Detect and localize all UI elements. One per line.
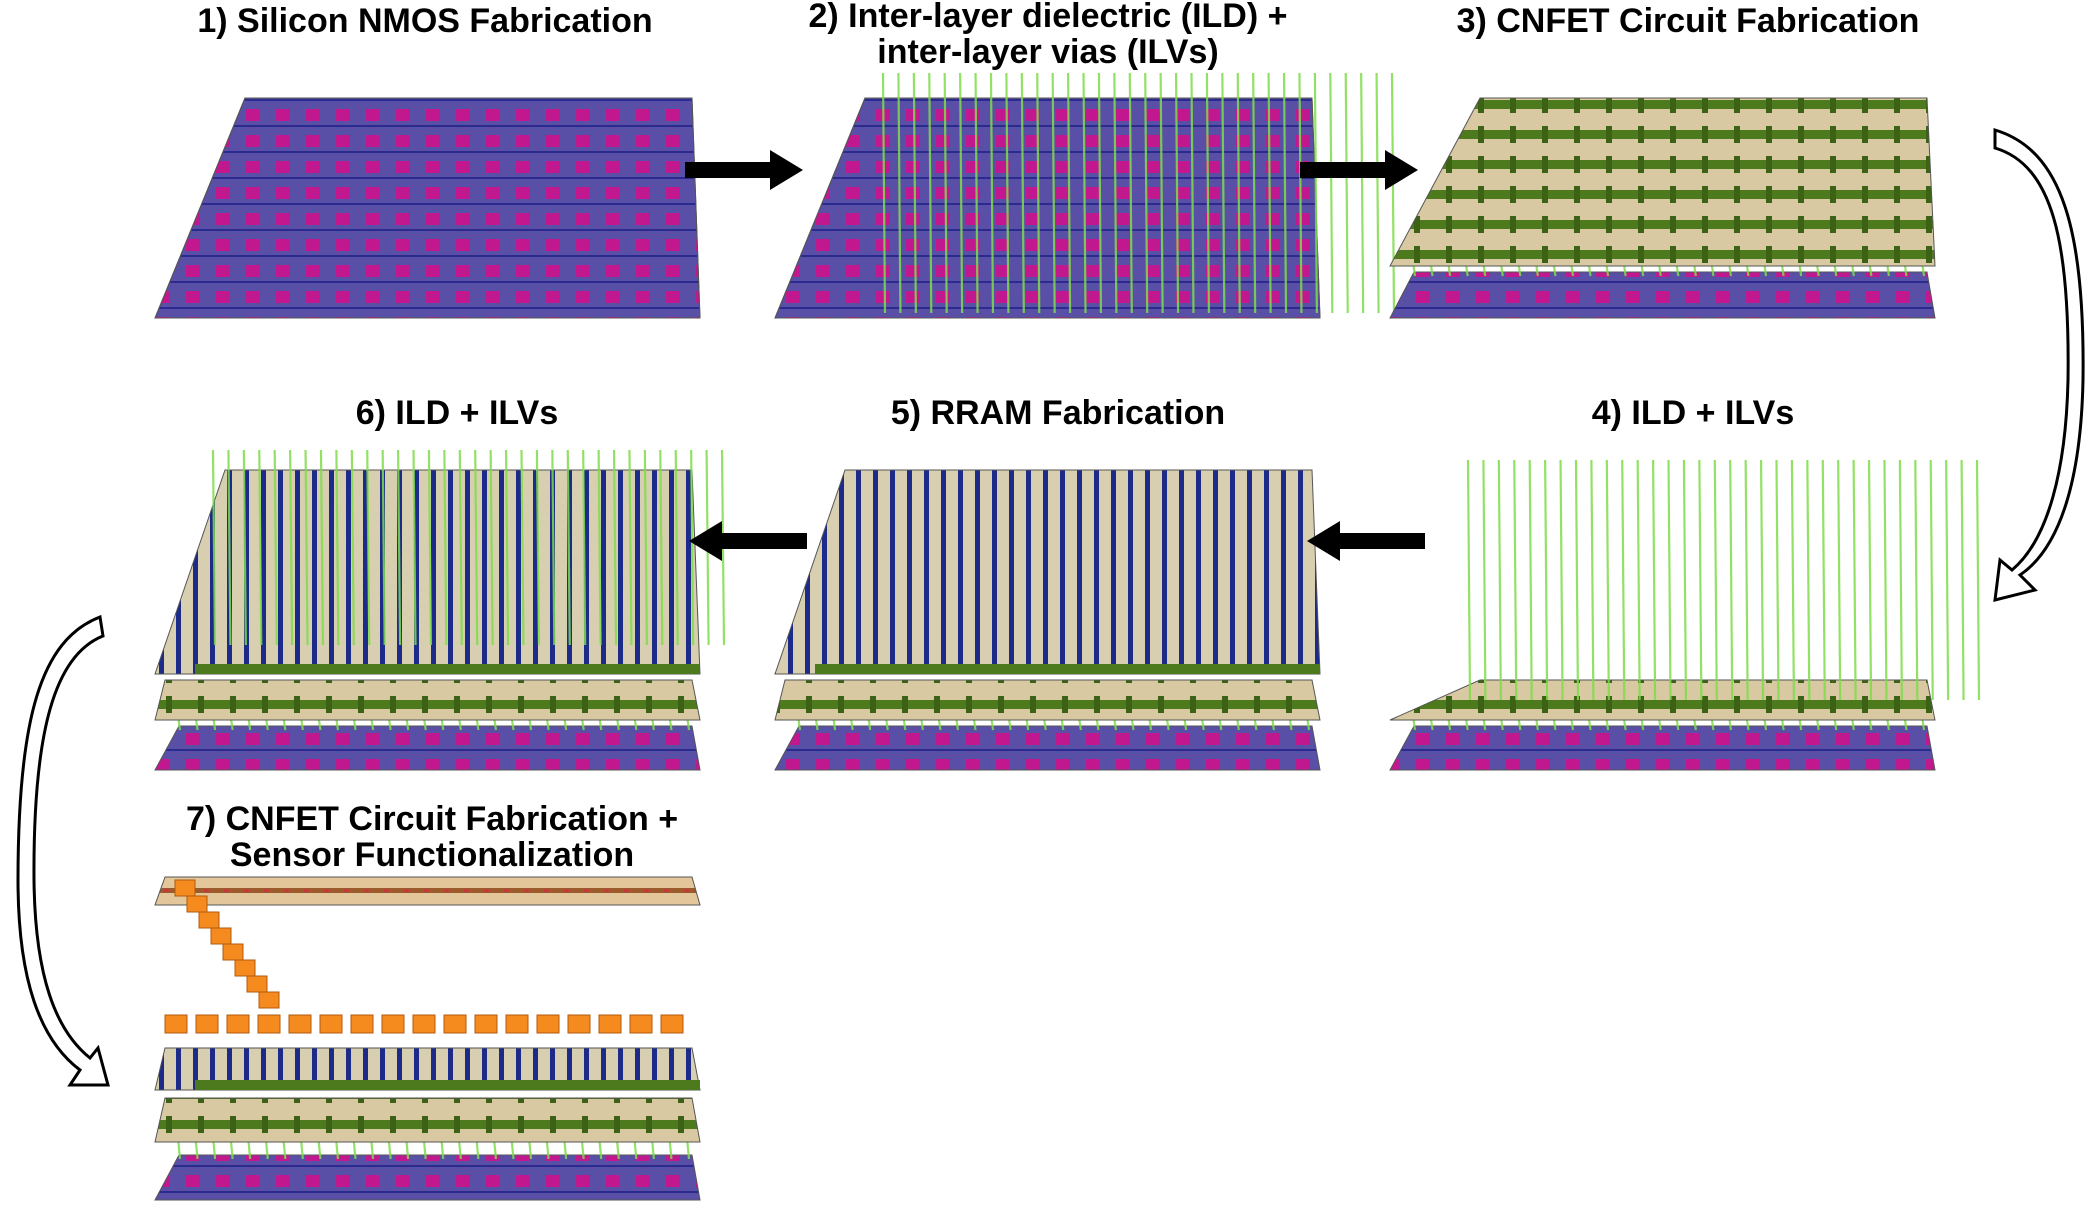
step-3-stack [1389, 97, 1936, 319]
nmos-layer [154, 725, 701, 771]
arrow-step4-to-step5 [1307, 521, 1425, 561]
nmos-layer [154, 97, 701, 319]
step-1-stack [154, 97, 701, 319]
rram-edge-strip [195, 1080, 700, 1090]
nmos-layer-outline [774, 97, 1321, 319]
nmos-layer [774, 725, 1321, 771]
step-7-title-line-2: Sensor Functionalization [230, 836, 634, 874]
step-2-title: 2) Inter-layer dielectric (ILD) + [809, 0, 1288, 35]
cnfet-layer [154, 679, 701, 721]
cnfet-layer [154, 1097, 701, 1143]
rram-layer [154, 469, 701, 675]
arrow-step1-to-step2 [685, 150, 803, 190]
sensor-blocks [164, 879, 684, 1034]
nmos-layer-outline [154, 97, 701, 319]
nmos-layer [1389, 725, 1936, 771]
step-1-title: 1) Silicon NMOS Fabrication [197, 2, 652, 40]
rram-edge-strip [195, 664, 700, 674]
ilv-vias [881, 72, 1396, 314]
ilv-vias-upper [211, 449, 726, 646]
step-7-title: 7) CNFET Circuit Fabrication + [186, 800, 678, 838]
nmos-layer [1389, 271, 1936, 319]
curved-arrow-step3-to-step4 [1993, 127, 2085, 602]
step-4-stack [1389, 459, 1981, 771]
rram-edge-strip [815, 664, 1320, 674]
step-6-stack [154, 449, 726, 771]
cnfet-layer [1389, 97, 1936, 267]
step-2-title-line-2: inter-layer vias (ILVs) [877, 33, 1218, 71]
step-5-title: 5) RRAM Fabrication [891, 394, 1225, 432]
ilv-vias-upper [1466, 459, 1981, 701]
sensor-cnfet-layer [154, 876, 701, 906]
step-2-stack [774, 72, 1396, 319]
step-7-stack [154, 876, 701, 1201]
arrow-step2-to-step3 [1300, 150, 1418, 190]
cnfet-layer [1389, 679, 1936, 721]
step-4-title: 4) ILD + ILVs [1592, 394, 1794, 432]
curved-arrow-step6-to-step7 [16, 614, 110, 1087]
step-3-title: 3) CNFET Circuit Fabrication [1457, 2, 1920, 40]
step-6-title: 6) ILD + ILVs [356, 394, 558, 432]
rram-layer [774, 469, 1321, 675]
cnfet-layer [774, 679, 1321, 721]
arrow-step5-to-step6 [689, 521, 807, 561]
step-5-stack [774, 469, 1321, 771]
nmos-layer [154, 1154, 701, 1201]
